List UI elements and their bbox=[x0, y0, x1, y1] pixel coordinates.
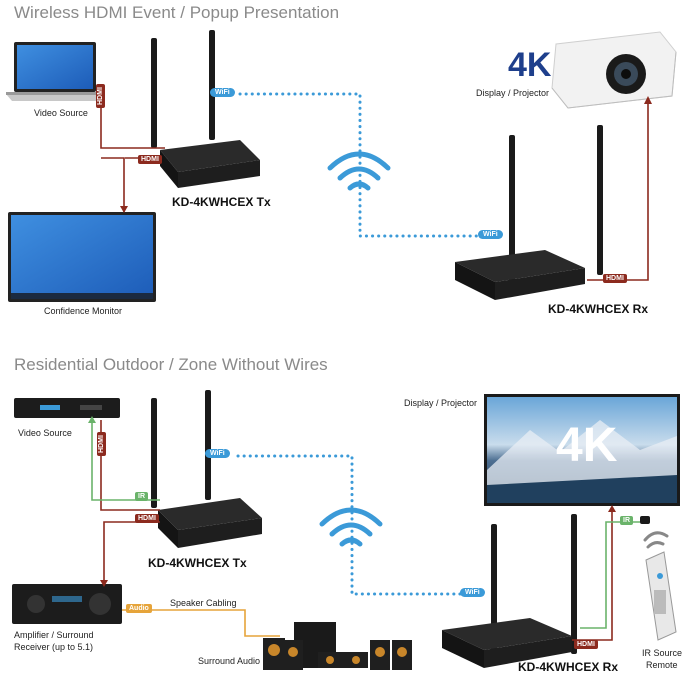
bottom-hdmi-tag-rx: HDMI bbox=[574, 640, 598, 649]
bottom-ir-tag-tx: IR bbox=[135, 492, 148, 501]
bottom-ir-tag-display: IR bbox=[620, 516, 633, 525]
ir-signal-icon bbox=[643, 531, 669, 549]
ir-source-label-line2: Remote bbox=[646, 660, 678, 670]
amp-label-line1: Amplifier / Surround bbox=[14, 630, 94, 640]
bottom-hdmi-tag-source: HDMI bbox=[97, 432, 106, 456]
tx-device-bottom bbox=[151, 390, 262, 548]
surround-audio-label: Surround Audio bbox=[198, 656, 261, 666]
bottom-display-label: Display / Projector bbox=[404, 398, 478, 408]
projector-icon bbox=[551, 31, 677, 109]
top-cabling bbox=[100, 96, 652, 281]
top-wifi-tag-rx: WiFi bbox=[478, 230, 503, 239]
av-receiver-icon bbox=[12, 584, 122, 624]
tx-device-top bbox=[151, 30, 260, 188]
top-wifi-icon bbox=[327, 151, 391, 191]
top-wifi-tag-tx: WiFi bbox=[210, 88, 235, 97]
top-hdmi-tag-source: HDMI bbox=[96, 84, 105, 108]
top-video-source-label: Video Source bbox=[34, 108, 88, 118]
tv-4k-text: 4K bbox=[556, 419, 618, 472]
rx-device-top bbox=[455, 125, 603, 300]
bottom-section-heading: Residential Outdoor / Zone Without Wires bbox=[14, 355, 328, 374]
top-tx-label: KD-4KWHCEX Tx bbox=[172, 195, 271, 209]
remote-icon bbox=[645, 551, 677, 641]
ir-emitter-icon bbox=[640, 516, 650, 524]
bottom-wifi-tag-tx: WiFi bbox=[205, 449, 230, 458]
top-section-heading: Wireless HDMI Event / Popup Presentation bbox=[14, 3, 340, 22]
tv-icon bbox=[484, 394, 680, 506]
amp-label-line2: Receiver (up to 5.1) bbox=[14, 642, 94, 652]
top-wifi-link bbox=[238, 92, 494, 238]
top-hdmi-tag-rx: HDMI bbox=[603, 274, 627, 283]
bottom-hdmi-tag-tx: HDMI bbox=[135, 514, 159, 523]
confidence-monitor-icon bbox=[8, 212, 156, 302]
top-display-label: Display / Projector bbox=[476, 88, 550, 98]
top-hdmi-tag-tx: HDMI bbox=[138, 155, 162, 164]
laptop-icon bbox=[6, 42, 104, 101]
audio-tag: Audio bbox=[126, 604, 152, 613]
bottom-rx-label: KD-4KWHCEX Rx bbox=[518, 660, 619, 674]
rx-device-bottom bbox=[442, 514, 577, 668]
bottom-video-source-label: Video Source bbox=[18, 428, 72, 438]
top-rx-label: KD-4KWHCEX Rx bbox=[548, 302, 649, 316]
ir-source-label-line1: IR Source bbox=[642, 648, 683, 658]
bottom-wifi-icon bbox=[319, 507, 383, 547]
confidence-monitor-label: Confidence Monitor bbox=[44, 306, 123, 316]
bottom-wifi-tag-rx: WiFi bbox=[460, 588, 485, 597]
set-top-box-icon bbox=[14, 398, 120, 418]
top-4k-badge: 4K bbox=[508, 46, 552, 84]
speaker-cabling-label: Speaker Cabling bbox=[170, 598, 237, 608]
speakers-icon bbox=[263, 622, 412, 670]
bottom-tx-label: KD-4KWHCEX Tx bbox=[148, 556, 247, 570]
